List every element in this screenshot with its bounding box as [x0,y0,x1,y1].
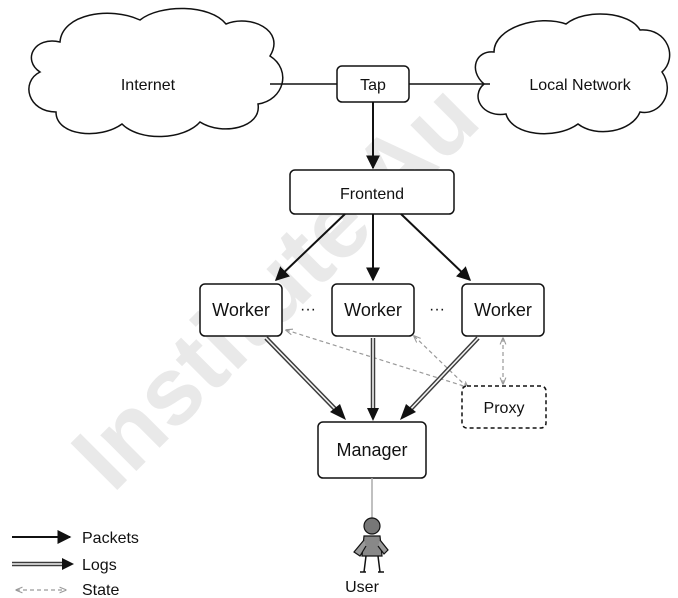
local-network-cloud: Local Network [474,13,671,135]
logs-worker1-manager [264,336,346,420]
user-label: User [345,579,379,596]
frontend-worker3-arrow [400,213,472,281]
worker-3-label: Worker [474,300,532,320]
internet-cloud: Internet [28,7,284,138]
worker-node-2: Worker [331,283,415,337]
frontend-label: Frontend [340,186,404,203]
legend-logs-label: Logs [82,557,117,574]
worker-node-1: Worker [199,283,283,337]
worker-node-3: Worker [461,283,545,337]
legend-state-label: State [82,582,119,598]
legend-logs-line [12,558,74,570]
user-icon [353,517,389,573]
manager-node: Manager [317,421,427,479]
ellipsis-1: ··· [300,301,316,318]
state-worker2-proxy [414,336,468,388]
internet-label: Internet [121,77,176,94]
frontend-node: Frontend [289,169,455,215]
tap-label: Tap [360,77,386,94]
logs-worker3-manager [400,336,480,420]
logs-worker2-manager [367,338,379,421]
manager-label: Manager [336,440,407,460]
ellipsis-2: ··· [429,301,445,318]
legend-packets-label: Packets [82,530,139,547]
legend: Packets Logs State [12,530,139,598]
tap-node: Tap [336,65,410,103]
state-worker1-proxy [286,330,470,388]
proxy-label: Proxy [484,400,525,417]
proxy-node: Proxy [461,385,547,429]
frontend-worker1-arrow [274,213,346,281]
worker-1-label: Worker [212,300,270,320]
local-network-label: Local Network [529,77,631,94]
worker-2-label: Worker [344,300,402,320]
